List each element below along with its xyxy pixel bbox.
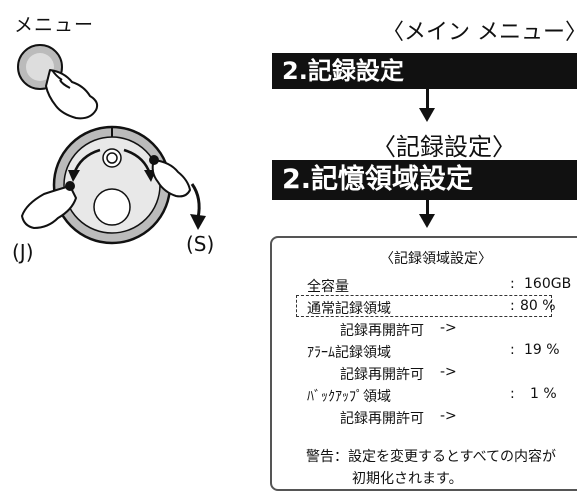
down-arrow-icon [419, 108, 435, 122]
warning-text-line1: 警告：設定を変更するとすべての内容が [306, 449, 557, 465]
record-resume-arrow: -> [440, 408, 457, 424]
backup-area-label[interactable]: ﾊﾞｯｸｱｯﾌﾟ領域 [307, 389, 391, 405]
row-separator: : [510, 276, 515, 292]
row-separator: : [510, 298, 515, 314]
menu-label: メニュー [14, 14, 95, 36]
left-hand-icon [21, 181, 77, 229]
backup-area-value[interactable]: 1 % [530, 386, 557, 402]
record-resume-label[interactable]: 記録再開許可 [340, 411, 424, 427]
main-menu-header: 〈メイン メニュー〉 [382, 20, 577, 45]
panel-title: 〈記録領域設定〉 [380, 251, 492, 267]
row-separator: : [510, 386, 515, 402]
selection-cursor [296, 295, 552, 317]
jog-label: (J) [12, 240, 34, 264]
rotate-left-arrow-icon [68, 148, 101, 182]
record-resume-label[interactable]: 記録再開許可 [340, 367, 424, 383]
jog-shuttle-dial-icon[interactable] [52, 125, 172, 245]
row-separator: : [510, 342, 515, 358]
record-settings-item[interactable]: 2.記憶領域設定 [272, 160, 577, 200]
record-settings-header: 〈記録設定〉 [372, 133, 516, 161]
record-resume-arrow: -> [440, 320, 457, 336]
total-capacity-label: 全容量 [307, 279, 349, 295]
down-arrow-icon [419, 214, 435, 228]
down-arrow-icon [190, 183, 206, 230]
pointing-hand-icon [45, 69, 99, 120]
main-menu-item[interactable]: 2.記録設定 [272, 53, 577, 89]
total-capacity-value: 160GB [524, 276, 572, 292]
shuttle-label: (S) [186, 232, 215, 256]
normal-record-area-label[interactable]: 通常記録領域 [307, 301, 391, 317]
flow-arrow-line-1 [426, 89, 429, 111]
flow-arrow-line-2 [426, 200, 429, 218]
record-resume-label[interactable]: 記録再開許可 [340, 323, 424, 339]
controller-illustration [17, 44, 206, 245]
alarm-record-area-value[interactable]: 19 % [524, 342, 560, 358]
alarm-record-area-label[interactable]: ｱﾗｰﾑ記録領域 [307, 345, 391, 361]
normal-record-area-value[interactable]: 80 % [520, 298, 556, 314]
right-hand-icon [149, 155, 191, 198]
record-resume-arrow: -> [440, 364, 457, 380]
warning-text-line2: 初期化されます。 [352, 471, 463, 487]
